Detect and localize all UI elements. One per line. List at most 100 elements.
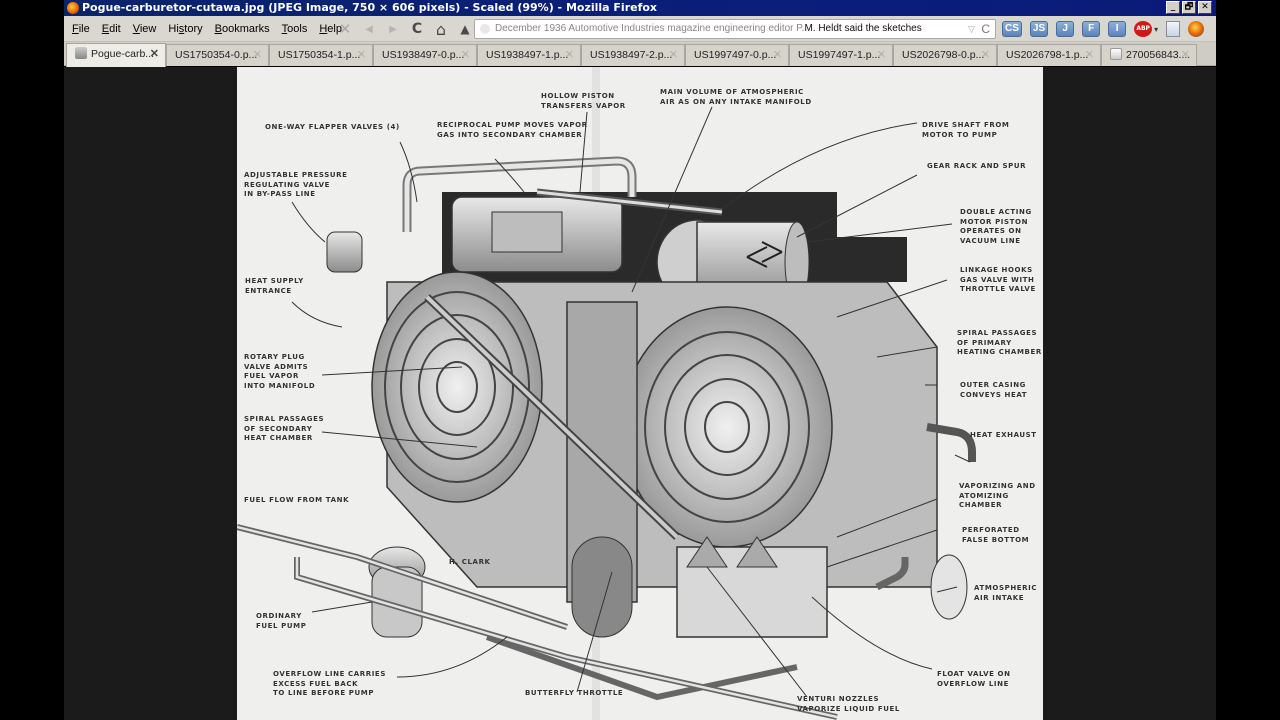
menu-view[interactable]: View [127,16,163,42]
tab-close-icon[interactable]: ✕ [876,49,886,61]
menu-bookmarks[interactable]: Bookmarks [209,16,276,42]
label-spiral-secondary: SPIRAL PASSAGES OF SECONDARY HEAT CHAMBE… [244,415,325,442]
bookmark-icon[interactable]: ▲ [460,22,470,36]
tab-close-icon[interactable]: ✕ [460,49,470,61]
tab-label: US1997497-0.p... [694,49,777,61]
tab-close-icon[interactable]: ✕ [1084,49,1094,61]
tab-us1750354-1[interactable]: US1750354-1.p...✕ [269,44,373,66]
label-float-valve: FLOAT VALVE ON OVERFLOW LINE [937,670,1011,688]
menu-tools[interactable]: Tools [276,16,314,42]
menu-file[interactable]: File [66,16,96,42]
label-vaporizing: VAPORIZING AND ATOMIZING CHAMBER [959,482,1036,509]
addon-toolbar: CS JS J F I ABP ▾ [1002,20,1205,38]
label-artist-signature: H. CLARK [449,558,491,566]
label-drive-shaft: DRIVE SHAFT FROM MOTOR TO PUMP [922,121,1010,139]
label-venturi: VENTURI NOZZLES VAPORIZE LIQUID FUEL [797,695,900,713]
tab-us2026798-1[interactable]: US2026798-1.p...✕ [997,44,1101,66]
label-linkage-hooks: LINKAGE HOOKS GAS VALVE WITH THROTTLE VA… [960,266,1036,293]
label-double-acting: DOUBLE ACTING MOTOR PISTON OPERATES ON V… [960,208,1032,245]
minimize-button[interactable]: _ [1166,1,1180,14]
butterfly-throttle-housing [571,536,633,638]
url-text-dim: December 1936 Automotive Industries maga… [495,23,805,34]
addon-i-button[interactable]: I [1108,21,1127,37]
restore-button[interactable]: 🗗 [1182,1,1196,14]
label-butterfly: BUTTERFLY THROTTLE [525,689,624,697]
tab-us1750354-0[interactable]: US1750354-0.p...✕ [166,44,269,66]
label-adjustable-pressure: ADJUSTABLE PRESSURE REGULATING VALVE IN … [244,171,348,198]
tab-close-icon[interactable]: ✕ [356,49,366,61]
window-title: Pogue-carburetor-cutawa.jpg (JPEG Image,… [82,1,658,14]
adblock-dropdown-icon[interactable]: ▾ [1154,24,1159,34]
tab-us1938497-1[interactable]: US1938497-1.p...✕ [477,44,581,66]
label-reciprocal-pump: RECIPROCAL PUMP MOVES VAPOR GAS INTO SEC… [437,121,588,139]
label-heat-exhaust: HEAT EXHAUST [970,431,1037,439]
tab-close-icon[interactable]: ✕ [1180,49,1190,61]
tab-close-icon[interactable]: ✕ [668,49,678,61]
carburetor-cutaway-image[interactable]: ONE-WAY FLAPPER VALVES (4) RECIPROCAL PU… [237,67,1043,720]
url-reload-icon[interactable]: C [981,22,990,36]
tab-label: US2026798-0.p... [902,49,985,61]
air-intake-funnel [930,554,968,620]
label-gear-rack: GEAR RACK AND SPUR [927,162,1027,170]
label-main-volume: MAIN VOLUME OF ATMOSPHERIC AIR AS ON ANY… [660,88,812,106]
tab-close-icon[interactable]: ✕ [564,49,574,61]
tab-label: Pogue-carb... [91,48,155,60]
notes-icon[interactable] [1166,21,1181,37]
tab-270056843[interactable]: 270056843....✕ [1101,44,1197,66]
tab-close-icon[interactable]: ✕ [980,49,990,61]
tab-us1997497-1[interactable]: US1997497-1.p...✕ [789,44,893,66]
tab-us1938497-0[interactable]: US1938497-0.p...✕ [373,44,477,66]
label-spiral-primary: SPIRAL PASSAGES OF PRIMARY HEATING CHAMB… [957,329,1042,356]
forward-icon[interactable]: ▶ [389,23,397,35]
tab-bar: Pogue-carb...✕ US1750354-0.p...✕ US17503… [64,42,1216,67]
label-ordinary-pump: ORDINARY FUEL PUMP [256,612,307,630]
url-dropdown-icon[interactable]: ▽ [968,24,975,34]
menu-edit[interactable]: Edit [96,16,127,42]
secondary-heat-chamber [371,271,543,503]
tab-close-icon[interactable]: ✕ [252,49,262,61]
label-overflow-line: OVERFLOW LINE CARRIES EXCESS FUEL BACK T… [273,670,386,697]
firefox-menu-icon[interactable] [1188,21,1205,37]
reload-icon[interactable]: C [411,21,423,37]
site-identity-icon[interactable] [480,24,490,34]
menu-edit-accel: E [101,23,110,35]
menu-bookmarks-rest: ookmarks [221,23,270,35]
menu-view-rest: iew [139,23,157,35]
tab-us1938497-2[interactable]: US1938497-2.p...✕ [581,44,685,66]
menu-history[interactable]: History [162,16,208,42]
stop-icon[interactable]: ✕ [338,20,352,38]
tab-pogue-carburetor[interactable]: Pogue-carb...✕ [66,43,166,67]
addon-cs-button[interactable]: CS [1002,21,1022,37]
tab-label: 270056843.... [1126,49,1191,61]
image-viewer: ONE-WAY FLAPPER VALVES (4) RECIPROCAL PU… [64,67,1216,720]
url-bar[interactable]: December 1936 Automotive Industries maga… [474,19,996,39]
url-text-strong: M. Heldt said the sketches [804,23,922,34]
heat-exhaust-pipe [926,423,976,462]
close-button[interactable]: ✕ [1198,1,1212,14]
home-icon[interactable]: ⌂ [435,19,447,39]
dark-backdrop-right [837,237,907,282]
double-arrow [746,241,783,268]
menu-file-rest: ile [78,23,90,35]
tab-us2026798-0[interactable]: US2026798-0.p...✕ [893,44,997,66]
tab-close-icon[interactable]: ✕ [149,48,159,60]
tab-close-icon[interactable]: ✕ [772,49,782,61]
menu-edit-rest: dit [109,23,121,35]
tab-label: US1750354-1.p... [278,49,361,61]
label-atmospheric-intake: ATMOSPHERIC AIR INTAKE [974,584,1038,602]
menu-help-accel: H [319,23,328,35]
addon-f-button[interactable]: F [1082,21,1101,37]
back-icon[interactable]: ◀ [365,23,373,35]
addon-j-button[interactable]: J [1056,21,1075,37]
menu-help[interactable]: Help [313,16,348,42]
adblock-plus-icon[interactable]: ABP [1134,21,1153,37]
pressure-valve [326,231,363,273]
addon-js-button[interactable]: JS [1029,21,1049,37]
label-hollow-piston: HOLLOW PISTON TRANSFERS VAPOR [541,92,626,110]
menu-view-accel: V [132,23,140,35]
menu-help-rest: elp [327,23,342,35]
tab-us1997497-0[interactable]: US1997497-0.p...✕ [685,44,789,66]
menu-history-accel: s [178,23,185,35]
carburetor-illustration [237,67,1043,720]
label-heat-supply: HEAT SUPPLY ENTRANCE [245,277,304,295]
